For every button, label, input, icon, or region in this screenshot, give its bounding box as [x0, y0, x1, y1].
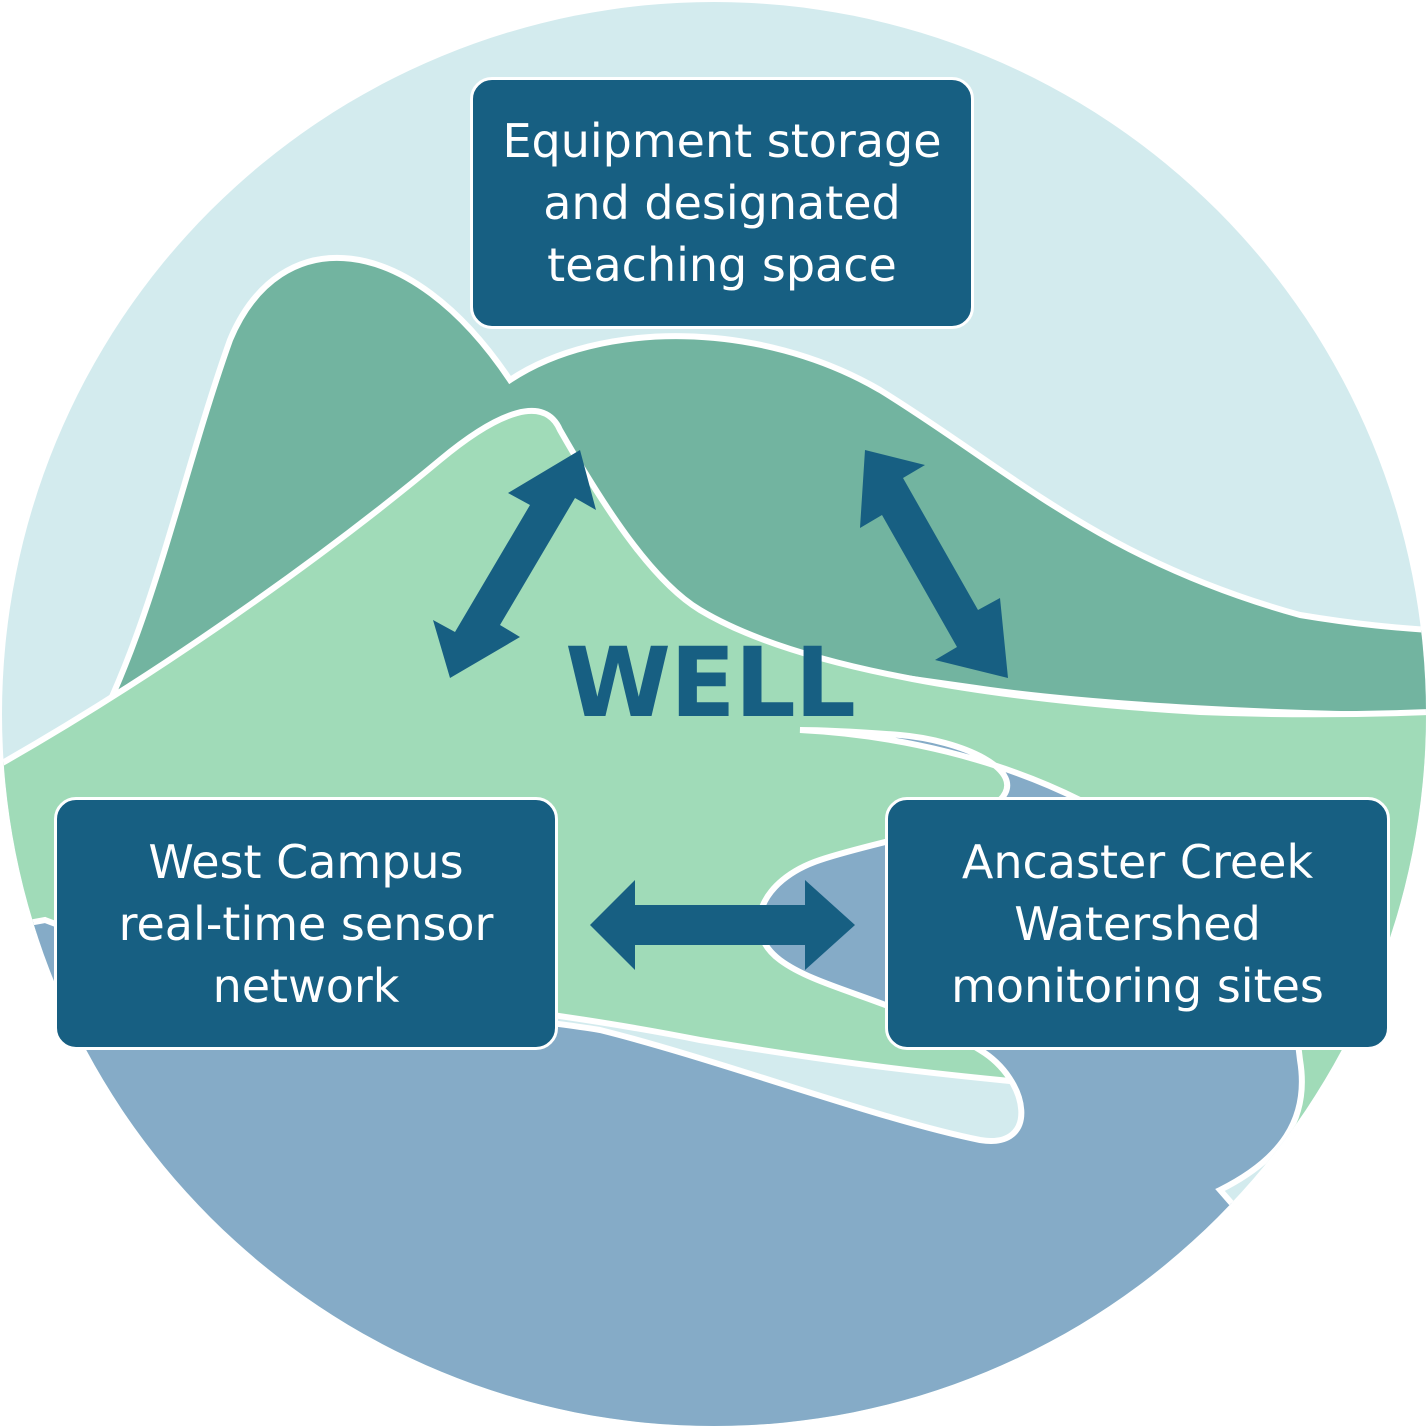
node-top-line-3: teaching space — [547, 238, 897, 292]
node-right-line-2: Watershed — [1014, 896, 1261, 951]
node-equipment-storage: Equipment storage and designated teachin… — [470, 77, 974, 329]
node-left-line-1: West Campus — [148, 834, 464, 889]
node-west-campus: West Campus real-time sensor network — [54, 797, 558, 1050]
top-left-arrow — [433, 450, 596, 678]
node-ancaster-creek: Ancaster Creek Watershed monitoring site… — [885, 797, 1390, 1050]
top-right-arrow — [860, 450, 1008, 678]
node-left-line-3: network — [212, 958, 400, 1013]
node-left-line-2: real-time sensor — [118, 896, 494, 951]
left-right-arrow — [590, 880, 855, 970]
node-top-line-1: Equipment storage — [502, 114, 942, 168]
center-title: WELL — [565, 627, 856, 739]
node-right-line-1: Ancaster Creek — [961, 834, 1314, 889]
node-top-line-2: and designated — [543, 176, 901, 230]
node-right-line-3: monitoring sites — [951, 958, 1324, 1013]
